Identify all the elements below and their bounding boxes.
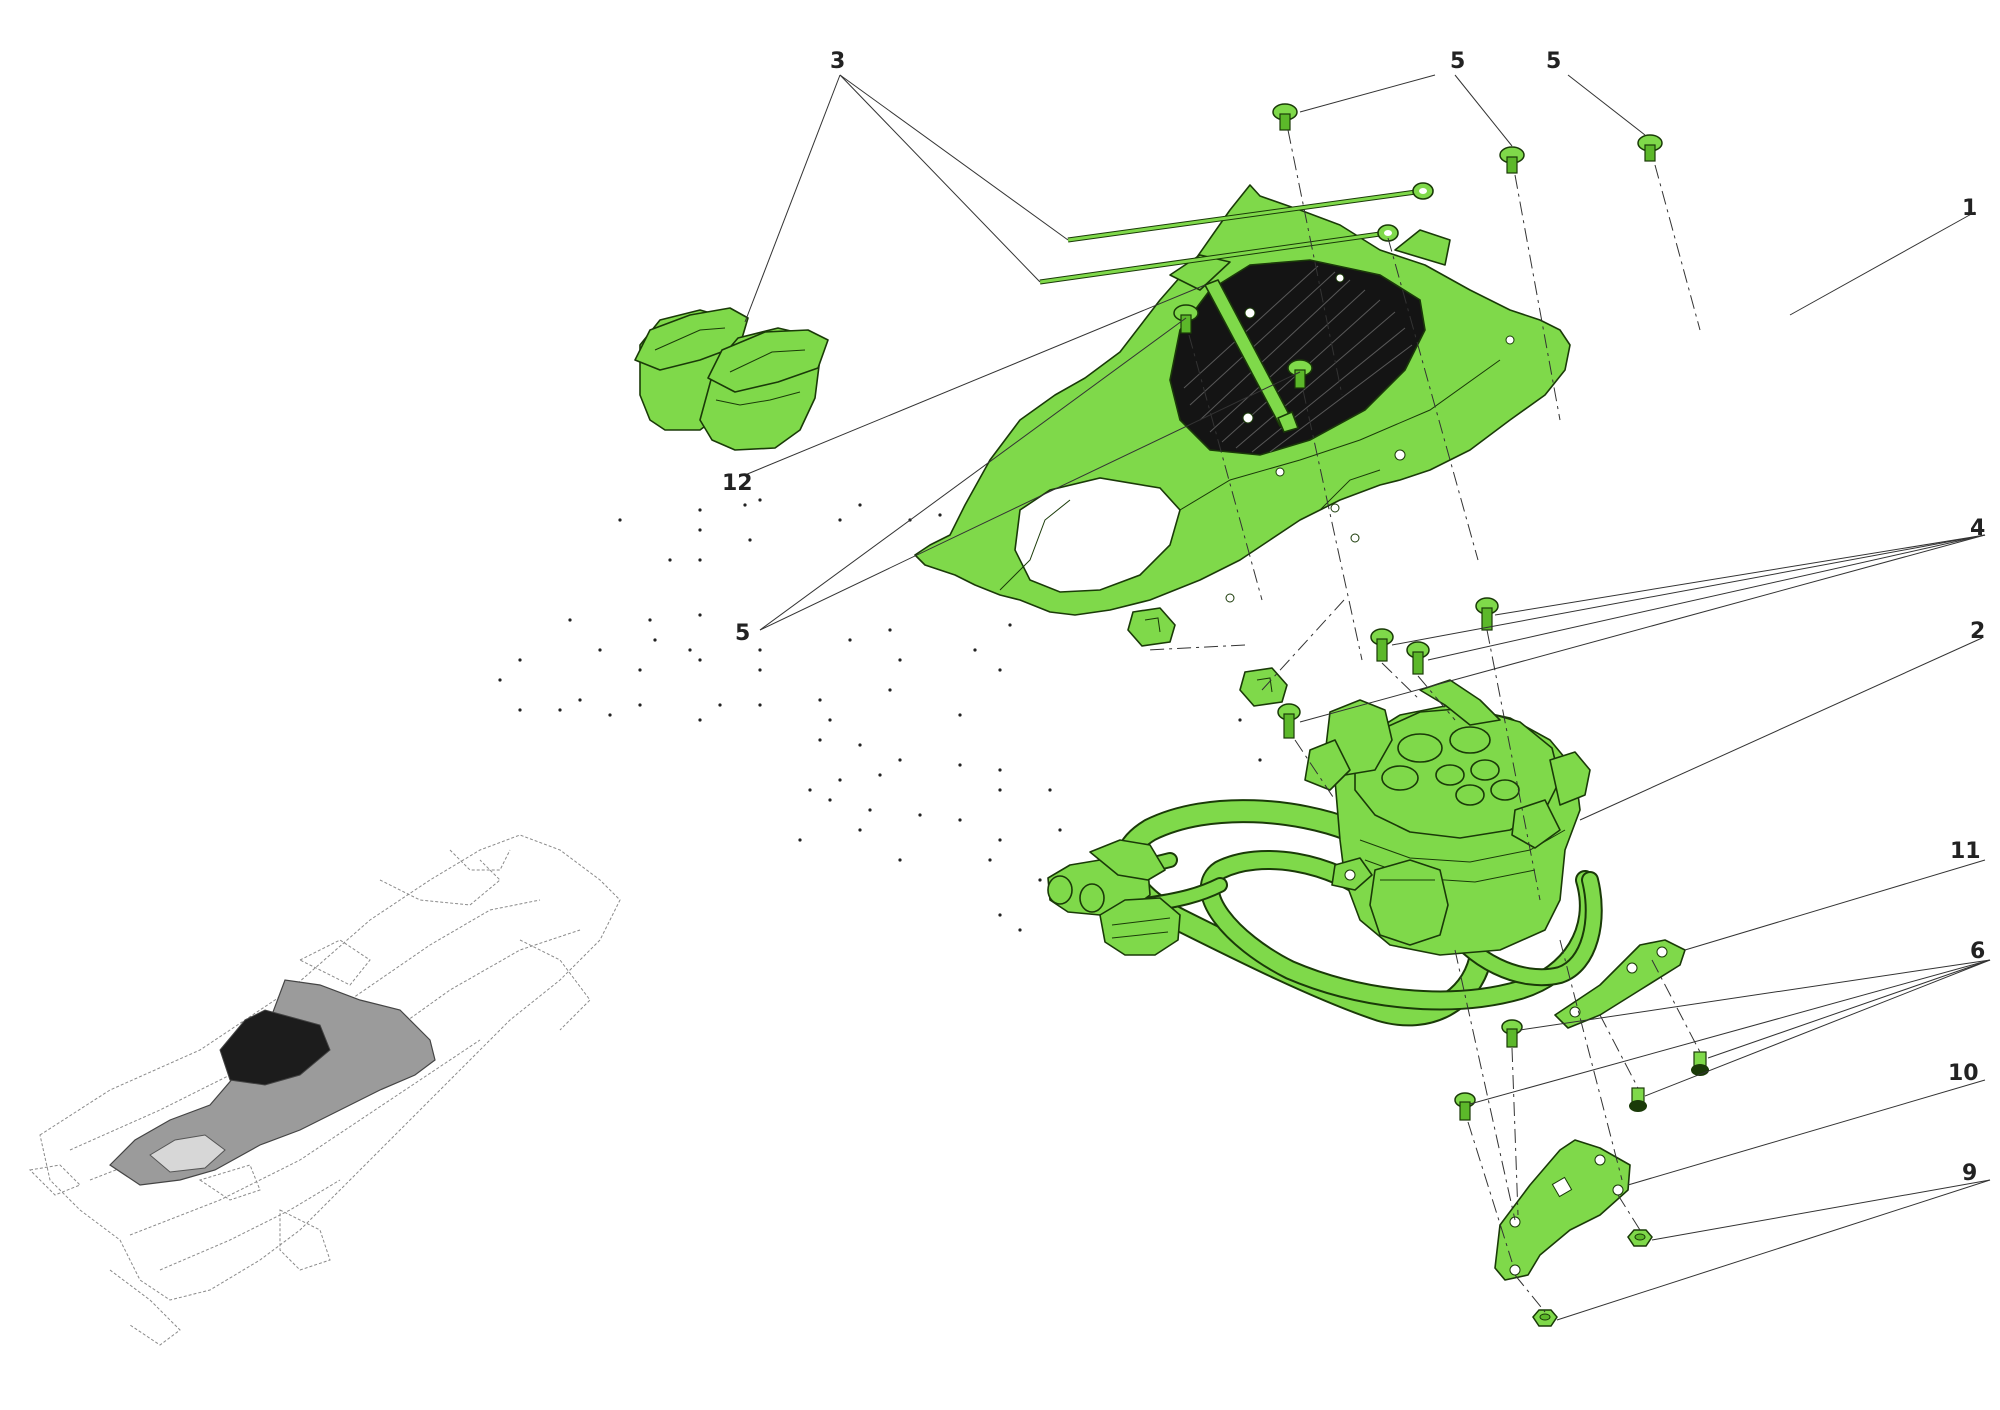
speck-dot — [648, 618, 652, 622]
speck-dot — [698, 658, 702, 662]
callout-3: 3 — [830, 49, 845, 74]
speck-dot — [518, 658, 522, 662]
speck-dot — [998, 788, 1002, 792]
callout-10: 10 — [1948, 1061, 1979, 1086]
speck-dot — [988, 858, 992, 862]
callout-11: 11 — [1950, 839, 1981, 864]
assembly-axis-lines — [1146, 129, 1701, 1313]
speck-dot — [758, 648, 762, 652]
speck-dot — [998, 838, 1002, 842]
speck-dot — [698, 528, 702, 532]
speck-dot — [858, 743, 862, 747]
speck-dot — [888, 628, 892, 632]
speck-dot — [868, 808, 872, 812]
speck-dot — [1018, 928, 1022, 932]
speck-dot — [758, 703, 762, 707]
speck-dot — [958, 713, 962, 717]
part-5-screws — [1173, 103, 1663, 389]
speck-dot — [668, 558, 672, 562]
callout-numbers: 3 5 5 1 12 5 4 2 11 6 10 9 — [722, 49, 1985, 1186]
speck-dot — [748, 538, 752, 542]
speck-dot — [808, 788, 812, 792]
speck-dot — [688, 648, 692, 652]
speck-dot — [698, 558, 702, 562]
callout-2: 2 — [1970, 619, 1985, 644]
speck-dot — [608, 713, 612, 717]
part-10-bracket — [1494, 1139, 1631, 1281]
speck-dot — [828, 718, 832, 722]
part-6-bolts — [1454, 1019, 1709, 1121]
speck-dot — [558, 708, 562, 712]
speck-dot — [848, 638, 852, 642]
part-2-module-harness — [1047, 679, 1603, 1027]
part-3-rods — [1039, 182, 1434, 285]
part-9-nuts — [1532, 1229, 1653, 1327]
speck-dot — [698, 508, 702, 512]
callout-1: 1 — [1962, 196, 1977, 221]
speck-dot — [858, 503, 862, 507]
speck-dot — [898, 858, 902, 862]
speck-dot — [638, 703, 642, 707]
speck-dot — [698, 718, 702, 722]
callout-4: 4 — [1970, 516, 1985, 541]
speck-dot — [818, 738, 822, 742]
speck-dot — [1008, 623, 1012, 627]
callout-9: 9 — [1962, 1161, 1977, 1186]
speck-dot — [598, 648, 602, 652]
speck-dot — [918, 813, 922, 817]
leader-lines — [744, 74, 1991, 1321]
speck-dot — [898, 658, 902, 662]
speck-dot — [743, 503, 747, 507]
callout-6: 6 — [1970, 939, 1985, 964]
speck-dot — [798, 838, 802, 842]
speck-dot — [938, 513, 942, 517]
speck-dot — [958, 763, 962, 767]
callout-5-top-left: 5 — [1450, 49, 1465, 74]
speck-dot — [758, 498, 762, 502]
speck-dot — [518, 708, 522, 712]
speck-dot — [818, 698, 822, 702]
speck-dot — [1238, 718, 1242, 722]
speck-dot — [998, 668, 1002, 672]
speck-dot — [878, 773, 882, 777]
speck-dot — [1258, 758, 1262, 762]
speck-dot — [1038, 878, 1042, 882]
speck-dot — [998, 913, 1002, 917]
callout-5-top-right: 5 — [1546, 49, 1561, 74]
vehicle-locator-thumbnail — [28, 834, 621, 1346]
callout-12: 12 — [722, 471, 753, 496]
speck-dot — [698, 613, 702, 617]
speck-dot — [838, 518, 842, 522]
speck-dot — [828, 798, 832, 802]
speck-dot — [858, 828, 862, 832]
speck-dot — [653, 638, 657, 642]
speck-dot — [838, 778, 842, 782]
speck-dot — [578, 698, 582, 702]
speck-dot — [498, 678, 502, 682]
speck-dot — [898, 758, 902, 762]
speck-dot — [973, 648, 977, 652]
speck-dot — [958, 818, 962, 822]
callout-5-lower: 5 — [735, 621, 750, 646]
part-3-covers — [634, 307, 829, 451]
speck-dot — [568, 618, 572, 622]
speck-dot — [618, 518, 622, 522]
part-4-bolts — [1277, 597, 1499, 739]
speck-dot — [888, 688, 892, 692]
speck-dot — [1048, 788, 1052, 792]
speck-dot — [1058, 828, 1062, 832]
speck-dot — [638, 668, 642, 672]
part-12-support-rod — [1204, 279, 1299, 433]
speck-dot — [718, 703, 722, 707]
speck-dot — [998, 768, 1002, 772]
clip-nuts — [1127, 607, 1288, 707]
speck-dot — [758, 668, 762, 672]
